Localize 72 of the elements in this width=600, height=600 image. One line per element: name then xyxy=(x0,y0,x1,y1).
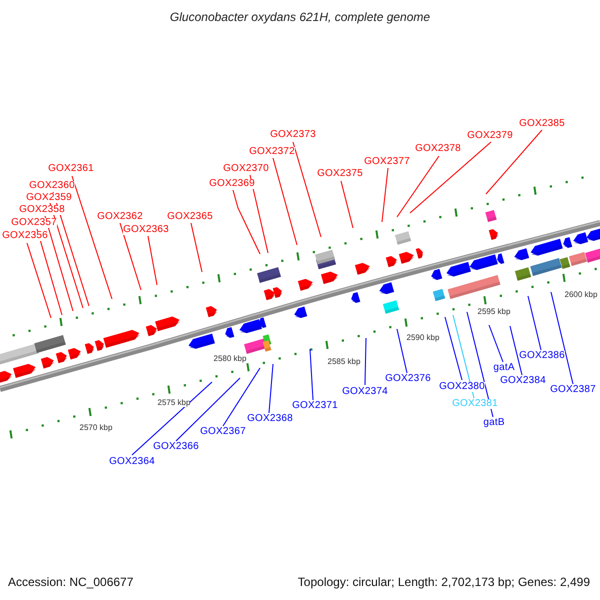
gene-label: GOX2378 xyxy=(415,144,461,154)
leader-line xyxy=(452,314,474,398)
gene-label: GOX2369 xyxy=(209,179,255,189)
scale-tick-label: 2600 kbp xyxy=(564,291,598,299)
scale-tick-label: 2580 kbp xyxy=(214,355,246,363)
leader-line xyxy=(44,216,74,312)
gene-label: GOX2371 xyxy=(292,401,338,411)
map-title: Gluconobacter oxydans 621H, complete genome xyxy=(170,11,430,23)
leader-line xyxy=(132,382,212,456)
leader-line xyxy=(232,190,260,254)
gene-label: GOX2379 xyxy=(467,131,513,141)
leader-line xyxy=(250,174,268,254)
gene-label: GOX2386 xyxy=(519,351,565,361)
leader-line xyxy=(444,316,462,380)
gene-label: GOX2377 xyxy=(364,157,410,167)
leader-line xyxy=(466,312,494,418)
scale-tick-label: 2585 kbp xyxy=(328,358,360,366)
gene-label: GOX2356 xyxy=(2,231,48,241)
gene-label: GOX2367 xyxy=(200,427,246,437)
gene-label: GOX2363 xyxy=(123,225,169,235)
gene-label: GOX2362 xyxy=(97,212,143,222)
gene-label: GOX2366 xyxy=(153,442,199,452)
gene-label: GOX2374 xyxy=(342,387,388,397)
gene-label: gatA xyxy=(493,363,515,373)
leader-line xyxy=(488,324,504,362)
leader-line xyxy=(148,236,158,286)
leader-line xyxy=(222,368,260,426)
leader-line xyxy=(36,228,62,316)
leader-line xyxy=(382,168,388,222)
gene-label: GOX2372 xyxy=(249,147,295,157)
leader-line xyxy=(176,378,240,442)
gene-label: GOX2361 xyxy=(48,164,94,174)
gene-label: GOX2380 xyxy=(439,382,485,392)
leader-line xyxy=(268,364,274,414)
gene-label: GOX2357 xyxy=(11,218,57,228)
scale-tick-label: 2595 kbp xyxy=(478,308,510,316)
leader-line xyxy=(486,130,542,194)
leader-line xyxy=(396,156,440,218)
scale-tick-label: 2575 kbp xyxy=(158,399,190,407)
leader-line xyxy=(190,222,202,272)
leader-line xyxy=(310,348,314,400)
leader-line xyxy=(340,180,354,228)
leader-line xyxy=(396,328,408,374)
scale-tick-label: 2570 kbp xyxy=(80,424,112,432)
gene-label: GOX2368 xyxy=(247,414,293,424)
leader-line xyxy=(120,222,142,290)
leader-line xyxy=(72,176,112,300)
leader-line xyxy=(272,158,298,246)
gene-label: gatB xyxy=(483,418,505,428)
gene-label: GOX2358 xyxy=(19,205,65,215)
gene-label: GOX2373 xyxy=(270,130,316,140)
leader-line xyxy=(26,242,52,318)
accession-note: Accession: NC_006677 xyxy=(8,576,134,588)
gene-label: GOX2387 xyxy=(550,385,596,395)
leader-line xyxy=(510,326,522,376)
gene-label: GOX2364 xyxy=(109,457,155,467)
gene-label: GOX2381 xyxy=(452,399,498,409)
gene-label: GOX2384 xyxy=(500,376,546,386)
gene-label: GOX2376 xyxy=(385,374,431,384)
leader-line xyxy=(410,142,492,214)
leader-line xyxy=(550,292,574,384)
gene-label: GOX2375 xyxy=(317,169,363,179)
leader-line xyxy=(364,338,366,386)
scale-tick-label: 2590 kbp xyxy=(406,334,440,342)
gene-label: GOX2360 xyxy=(29,181,75,191)
genome-info-note: Topology: circular; Length: 2,702,173 bp; Genes: 2,499 xyxy=(298,576,590,588)
leader-line xyxy=(292,142,322,238)
gene-label: GOX2385 xyxy=(519,119,565,129)
gene-label: GOX2365 xyxy=(167,212,213,222)
gene-label: GOX2359 xyxy=(26,193,72,203)
leader-line xyxy=(528,296,542,350)
gene-label: GOX2370 xyxy=(223,164,269,174)
